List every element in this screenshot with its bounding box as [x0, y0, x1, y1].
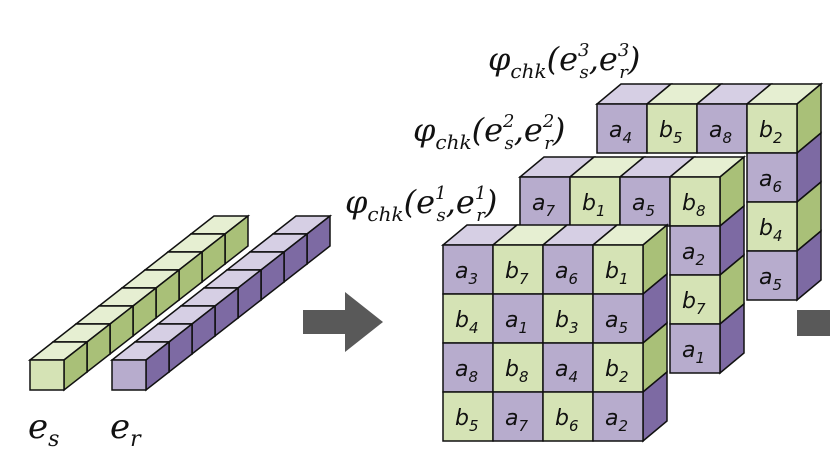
- cell-label: b5: [659, 118, 683, 147]
- right-arrow-icon: [797, 310, 830, 336]
- cell-label: a6: [555, 259, 578, 288]
- cell-label: a5: [632, 191, 655, 220]
- cube-cell: b5: [442, 391, 494, 442]
- cube-cell: a6: [542, 244, 594, 295]
- cell-label: a5: [759, 265, 782, 294]
- cell-label: b2: [605, 357, 629, 386]
- cube-cell: a1: [669, 323, 721, 374]
- cell-label: b2: [759, 118, 783, 147]
- cell-label: a5: [605, 308, 628, 337]
- cell-label: a8: [709, 118, 732, 147]
- cube-cell: b2: [592, 342, 644, 393]
- vector-cell: [109, 340, 172, 392]
- cell-label: a7: [532, 191, 555, 220]
- cube-cell: a5: [619, 176, 671, 227]
- cell-label: b7: [505, 259, 529, 288]
- cell-label: b4: [455, 308, 479, 337]
- cube-cell: b6: [542, 391, 594, 442]
- cube-cell: b7: [669, 274, 721, 325]
- cube-cell: a3: [442, 244, 494, 295]
- cell-label: b1: [605, 259, 629, 288]
- cube-cell: a1: [492, 293, 544, 344]
- cell-label: a4: [609, 118, 632, 147]
- vector-es: [27, 214, 251, 392]
- vector-cell: [27, 340, 90, 392]
- layer-2: a7 b1 a5 b8 a2 b7 a1: [517, 155, 747, 375]
- cell-label: a1: [682, 338, 705, 367]
- cell-label: a4: [555, 357, 578, 386]
- cube-cell: b7: [492, 244, 544, 295]
- vector-label-es: es: [28, 407, 59, 452]
- cube-cell: b4: [442, 293, 494, 344]
- cell-label: b4: [759, 216, 783, 245]
- cube-cell: a8: [696, 103, 748, 154]
- layer-3: a4 b5 a8 b2 a6 b4 a5: [594, 82, 824, 302]
- cube-cell: a2: [592, 391, 644, 442]
- cell-label: b3: [555, 308, 579, 337]
- cell-label: b1: [582, 191, 606, 220]
- embedding-vectors: es er: [27, 214, 333, 452]
- cell-label: b8: [505, 357, 529, 386]
- cube-cell: a6: [746, 152, 798, 203]
- cube-cell: a2: [669, 225, 721, 276]
- cube-cell: a5: [592, 293, 644, 344]
- cell-label: b8: [682, 191, 706, 220]
- cell-label: a2: [682, 240, 705, 269]
- cube-cell: b3: [542, 293, 594, 344]
- cube-cell: b8: [492, 342, 544, 393]
- cube-cell: a7: [519, 176, 571, 227]
- cell-label: a6: [759, 167, 782, 196]
- vector-label-er: er: [110, 407, 142, 452]
- cell-label: a7: [505, 406, 528, 435]
- cube-cell: b5: [646, 103, 698, 154]
- cell-label: b6: [555, 406, 579, 435]
- cube-cell: a4: [542, 342, 594, 393]
- right-arrow-icon: [303, 292, 383, 352]
- layer-1: a3 b7 a6 b1 b4 a1 b3 a5 a8 b8 a4 b2 b5 a7 b6 a2: [440, 223, 670, 443]
- cell-label: a8: [455, 357, 478, 386]
- cube-cell: b1: [592, 244, 644, 295]
- cell-label: a3: [455, 259, 478, 288]
- feature-cubes: a4 b5 a8 b2 a6 b4 a5 a7 b1 a5 b8 a2 b7 a1 a3 b7 a6 b1 b4 a1…: [440, 82, 824, 443]
- cell-label: b5: [455, 406, 479, 435]
- cube-cell: a5: [746, 250, 798, 301]
- cube-cell: a7: [492, 391, 544, 442]
- arrows: [303, 292, 830, 352]
- cube-cell: b2: [746, 103, 798, 154]
- cube-cell: b8: [669, 176, 721, 227]
- cube-cell: b1: [569, 176, 621, 227]
- cell-label: b7: [682, 289, 706, 318]
- cube-cell: b4: [746, 201, 798, 252]
- cube-cell: a4: [596, 103, 648, 154]
- vector-er: [109, 214, 333, 392]
- cell-label: a1: [505, 308, 528, 337]
- cube-cell: a8: [442, 342, 494, 393]
- cell-label: a2: [605, 406, 628, 435]
